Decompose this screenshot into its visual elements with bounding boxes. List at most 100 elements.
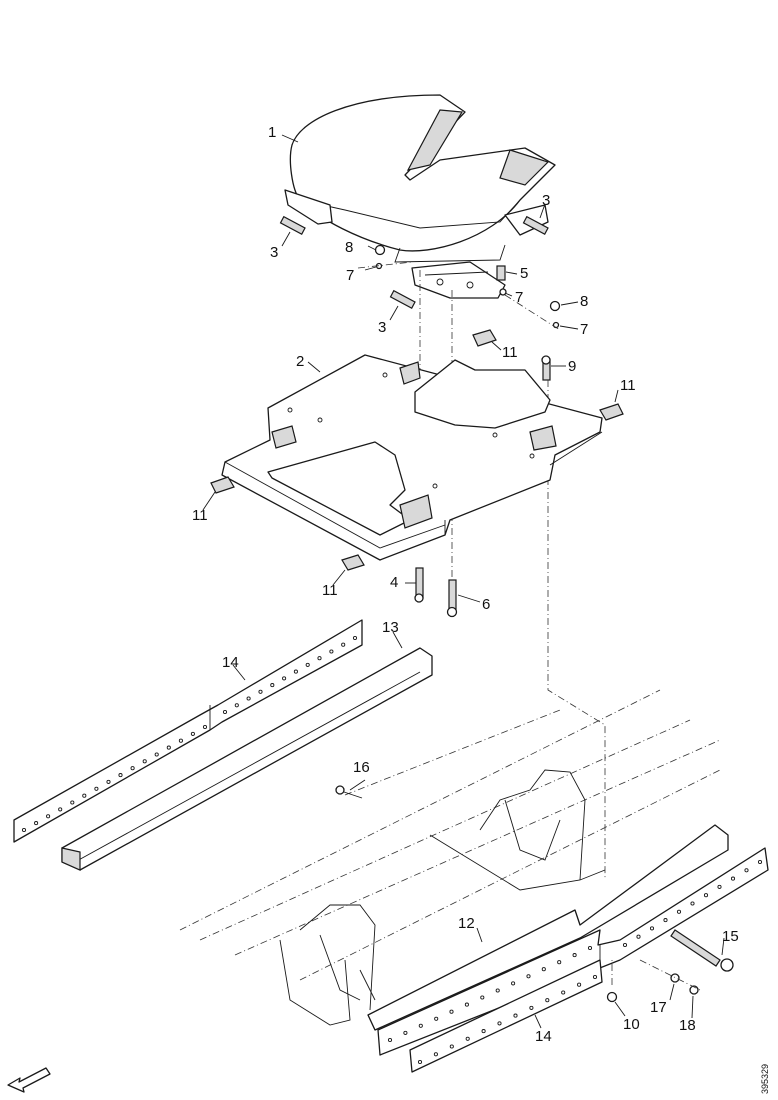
rail-hole [202,724,208,730]
rail-hole [418,1023,423,1028]
rail-part-13 [61,647,433,871]
rail-hole [449,1044,454,1049]
callout-5: 5 [520,265,528,282]
rail-hole [513,1013,518,1018]
callout-6: 6 [482,596,490,613]
rail-hole [352,635,358,641]
mounting-plate [221,354,603,561]
rail-hole [587,945,593,951]
rail-hole [341,642,346,647]
fasteners-upper [374,244,561,381]
rail-hole [511,981,516,986]
callout-4: 4 [390,574,398,591]
rail-hole [21,827,27,833]
rail-hole [526,974,531,979]
callout-17: 17 [650,999,667,1016]
rail-hole [417,1059,423,1065]
rail-hole [178,738,183,743]
callout-3a: 3 [270,244,278,261]
rail-hole [70,800,75,805]
callout-7b: 7 [515,289,523,306]
rail-hole [154,752,159,757]
rail-hole [246,696,251,701]
rail-hole [676,909,682,914]
rail-hole [690,901,695,906]
rail-hole [465,1036,470,1041]
rail-hole [464,1002,469,1007]
callout-11a: 11 [502,344,518,361]
rail-hole [649,926,655,931]
rail-hole [577,982,582,987]
rail-hole [234,703,239,708]
rail-hole [622,942,628,948]
callout-9: 9 [568,358,576,375]
document-id: 395329 [760,1064,770,1094]
callout-7c: 7 [580,321,588,338]
rail-hole [636,934,641,939]
callout-11c: 11 [192,507,208,524]
fifth-wheel-plate [284,94,556,263]
rail-hole [730,876,736,881]
rail-hole [572,953,577,958]
rail-hole [317,656,322,661]
rail-hole [717,884,722,889]
rail-holes-right [387,859,763,1065]
callout-11b: 11 [620,377,636,394]
rail-hole [703,893,709,898]
rail-hole [495,988,500,993]
callout-15: 15 [722,928,739,945]
callout-14b: 14 [535,1028,552,1045]
rail-hole [46,814,51,819]
rail-part-12 [367,824,729,1031]
rail-hole [166,745,171,750]
rail-hole [497,1021,502,1026]
callout-11d: 11 [322,582,338,599]
rail-hole [592,974,598,980]
mount-bracket [411,261,506,299]
callout-2: 2 [296,353,304,370]
callout-3b: 3 [542,192,550,209]
rail-hole [561,990,566,995]
rail-hole [293,669,298,674]
rail-hole [449,1009,454,1014]
callout-14a: 14 [222,654,239,671]
callout-7a: 7 [346,267,354,284]
rail-hole [94,786,99,791]
rail-hole [106,779,111,784]
leader-lines [202,134,725,1029]
rail-hole [403,1030,408,1035]
bolts-lower [414,567,458,618]
rail-hole [529,1005,534,1010]
callout-12: 12 [458,915,475,932]
bolt-part-15 [670,929,734,972]
rail-hole [58,807,63,812]
rail-hole [282,676,287,681]
rail-holes-left [21,635,358,833]
rail-hole [480,995,485,1000]
callout-18: 18 [679,1017,696,1034]
rail-hole [258,689,263,694]
rail-hole [270,683,275,688]
callout-16: 16 [353,759,370,776]
assembly-lines [357,261,606,880]
callout-3c: 3 [378,319,386,336]
rail-hole [663,918,668,923]
rail-hole [434,1016,439,1021]
rail-hole [387,1037,393,1043]
rail-hole [34,821,39,826]
pad-part-11 [210,329,624,571]
rail-part-14-left [13,619,363,843]
callout-8b: 8 [580,293,588,310]
chassis-frame [179,689,721,1026]
callout-10: 10 [623,1016,640,1033]
rail-hole [222,709,228,715]
rail-hole [305,662,310,667]
rail-hole [557,960,562,965]
callout-1: 1 [268,124,276,141]
rail-hole [757,859,763,865]
rail-hole [118,773,123,778]
bolt-part-16 [335,785,363,799]
rail-part-14-right [377,847,769,1073]
pin-part-3 [279,215,549,309]
